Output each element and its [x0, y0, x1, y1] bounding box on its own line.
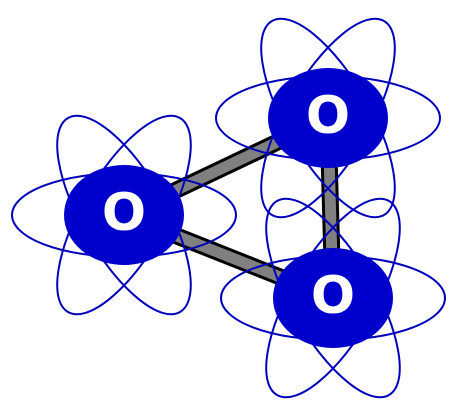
atom-label: O — [102, 183, 146, 243]
atom-label: O — [306, 86, 350, 146]
atoms-layer: O O O — [12, 0, 445, 405]
atom-label: O — [311, 266, 355, 326]
atom-left: O — [12, 97, 236, 333]
